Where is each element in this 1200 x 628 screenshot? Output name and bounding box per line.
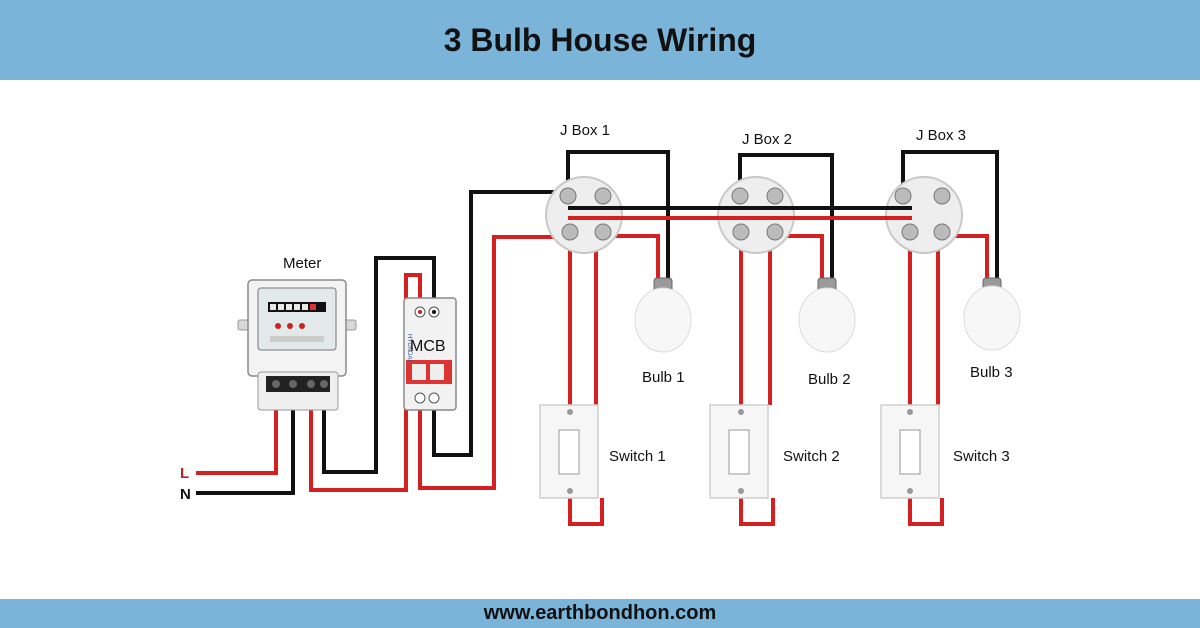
- footer-url: www.earthbondhon.com: [483, 602, 717, 624]
- bulb-3: [963, 277, 1021, 351]
- switch2-label: Switch 2: [783, 448, 840, 465]
- jbox-3: [885, 176, 963, 254]
- bulb-1: [634, 277, 692, 353]
- switch3-label: Switch 3: [953, 448, 1010, 465]
- jbox3-label: J Box 3: [916, 127, 966, 144]
- jbox2-label: J Box 2: [742, 131, 792, 148]
- switch1-label: Switch 1: [609, 448, 666, 465]
- jbox-1: [545, 176, 623, 254]
- footer-bar: www.earthbondhon.com: [0, 599, 1200, 628]
- switch-1: [539, 404, 599, 499]
- bulb1-label: Bulb 1: [642, 369, 685, 386]
- bulb-2: [798, 277, 856, 353]
- meter-label: Meter: [283, 255, 321, 272]
- jbox1-label: J Box 1: [560, 122, 610, 139]
- bulb3-label: Bulb 3: [970, 364, 1013, 381]
- supply-wires: [196, 383, 295, 495]
- mcb-breaker: HYUNDAI: [403, 297, 457, 411]
- neutral-label: N: [180, 486, 191, 503]
- mcb-brand: HYUNDAI: [406, 334, 412, 361]
- switch-3: [880, 404, 940, 499]
- header-bar: 3 Bulb House Wiring: [0, 0, 1200, 80]
- jbox-2: [717, 176, 795, 254]
- switch-2: [709, 404, 769, 499]
- page-title: 3 Bulb House Wiring: [443, 21, 757, 58]
- energy-meter: [237, 279, 357, 411]
- bulb2-label: Bulb 2: [808, 371, 851, 388]
- mcb-jbox-wires: [418, 190, 568, 490]
- mcb-label: MCB: [410, 338, 446, 355]
- line-label: L: [180, 465, 189, 482]
